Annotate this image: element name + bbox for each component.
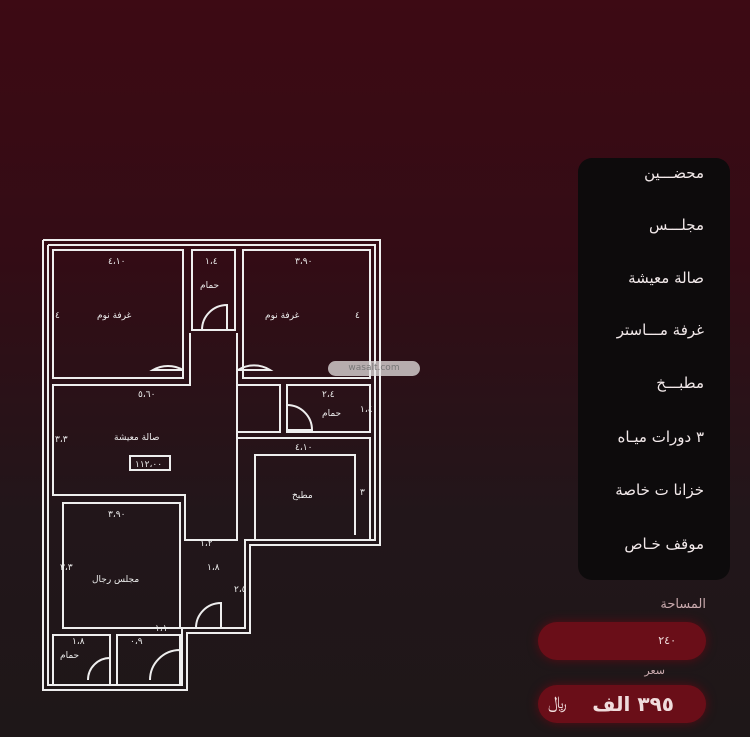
feature-item: موقف خـاص	[624, 535, 704, 553]
dim: ٢،٤	[322, 390, 335, 400]
label-kitchen: مطبخ	[292, 491, 313, 501]
feature-item: ٣ دورات ميـاه	[617, 428, 704, 446]
label-bedroom1: غرفة نوم	[97, 311, 132, 321]
dim: ٤،١٠	[295, 443, 312, 453]
room-bedroom1	[52, 249, 184, 379]
label-bath-top: حمام	[200, 281, 219, 291]
price-pill: ٣٩٥ الف ﷼	[538, 685, 706, 723]
dim: ١،١	[155, 624, 168, 634]
dim: ١،٨	[72, 637, 85, 647]
outer-wall	[42, 239, 381, 691]
price-label: سعر	[644, 664, 665, 677]
label-bath-bottom: حمام	[60, 651, 79, 661]
dim: ٣	[360, 488, 365, 498]
living-wall	[237, 384, 281, 433]
door-arc	[87, 656, 111, 681]
dim: ٤،١٠	[108, 257, 125, 267]
area-box	[129, 455, 171, 471]
feature-item: خزانا ت خاصة	[615, 481, 704, 499]
price-value: ٣٩٥ الف	[592, 692, 674, 716]
dim: ١،٨	[207, 563, 220, 573]
dim: ٤	[55, 311, 60, 321]
dim: ١،٤	[360, 405, 373, 415]
features-panel: محضـــين مجلـــس صالة معيشة غرفة مـــاست…	[578, 158, 730, 580]
label-bath-right: حمام	[322, 409, 341, 419]
door-arc	[149, 365, 184, 371]
feature-item: صالة معيشة	[628, 269, 704, 287]
label-majlis: مجلس رجال	[92, 575, 139, 585]
dim: ٣،٩٠	[108, 510, 125, 520]
feature-item: مجلـــس	[649, 216, 704, 234]
room-majlis	[62, 502, 181, 629]
feature-item: محضـــين	[644, 164, 704, 182]
door-arc	[286, 404, 314, 431]
dim: ٣،٣	[60, 563, 73, 573]
label-area-box: ١١٢،٠٠	[135, 460, 162, 470]
area-label: المساحة	[660, 597, 706, 612]
riyal-icon: ﷼	[548, 693, 567, 713]
room-bath-top	[191, 249, 236, 331]
area-value: ٢٤٠	[658, 634, 676, 647]
room-storage	[116, 634, 181, 686]
dim: ١،٢	[200, 539, 213, 549]
door-arc	[237, 364, 274, 371]
dim: ٤	[355, 311, 360, 321]
dim: ٣،٩٠	[295, 257, 312, 267]
room-bedroom2	[242, 249, 371, 379]
kitchen-wall	[237, 437, 371, 541]
feature-item: غرفة مـــاستر	[616, 321, 704, 339]
dim: ٠،٩	[130, 637, 143, 647]
door-arc	[201, 303, 228, 331]
dim: ٥،٦٠	[138, 390, 155, 400]
room-bath-right	[286, 384, 371, 433]
door-arc	[195, 601, 222, 629]
label-bedroom2: غرفة نوم	[265, 311, 300, 321]
dim: ٣،٣	[55, 435, 68, 445]
dim: ١،٤	[205, 257, 218, 267]
feature-item: مطبـــخ	[656, 374, 704, 392]
label-living: صالة معيشة	[114, 433, 160, 443]
area-pill: ٢٤٠	[538, 622, 706, 660]
watermark: wasalt.com	[328, 361, 420, 376]
door-arc	[149, 648, 181, 681]
dim: ٢،٥	[234, 585, 247, 595]
corridor-wall	[52, 333, 238, 541]
